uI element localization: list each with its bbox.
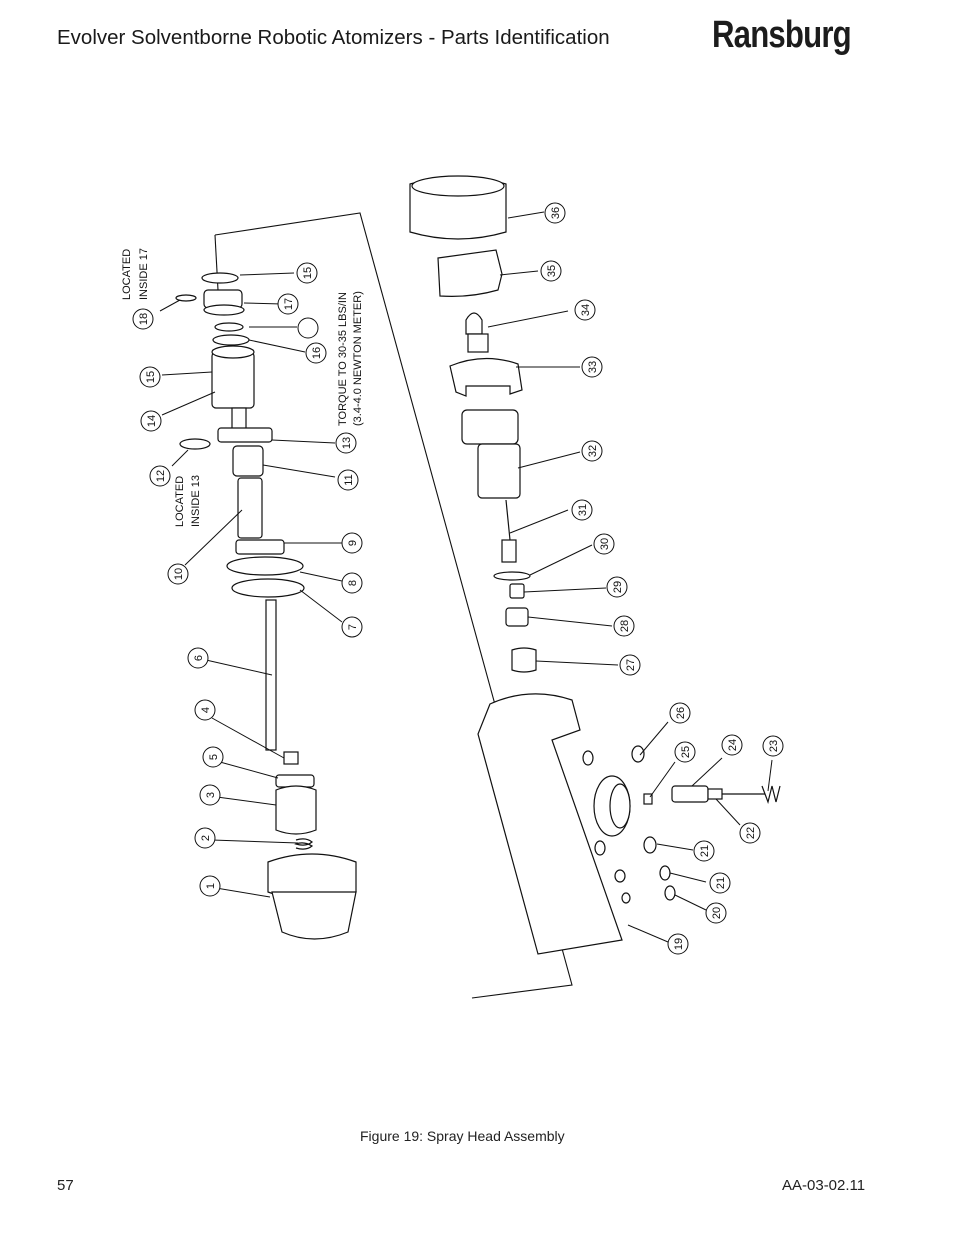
document-code: AA-03-02.11	[782, 1177, 866, 1194]
callout-label: 1	[205, 883, 217, 889]
callout-label: 3	[205, 792, 217, 798]
callout-label: 4	[200, 707, 212, 713]
callout-label: 15	[302, 267, 314, 279]
callout-label: 34	[580, 304, 592, 316]
left-stack-parts	[175, 272, 357, 940]
callout-label: 20	[711, 907, 723, 919]
note-torque-line1: TORQUE TO 30-35 LBS/IN	[337, 292, 349, 426]
page-title: Evolver Solventborne Robotic Atomizers -…	[57, 26, 610, 49]
callout-label: 6	[193, 655, 205, 661]
callout-label: 22	[745, 827, 757, 839]
callout-label: 26	[675, 707, 687, 719]
note-located-13-line2: INSIDE 13	[190, 475, 202, 527]
drawing-notes: LOCATED INSIDE 17 LOCATED INSIDE 13 TORQ…	[121, 248, 364, 527]
callout-label: 9	[347, 540, 359, 546]
assembly-bracket	[214, 212, 573, 999]
callout-label: 19	[673, 938, 685, 950]
callout-label: 21	[699, 845, 711, 857]
callout-label: 29	[612, 581, 624, 593]
callout-label: 21	[715, 877, 727, 889]
callout-label: 16	[311, 347, 323, 359]
callout-label: 11	[343, 474, 355, 485]
callout-label: 25	[680, 746, 692, 758]
callout-label: 7	[347, 624, 359, 630]
callout-label: 35	[546, 265, 558, 277]
leader-lines	[159, 211, 773, 943]
note-torque-line2: (3.4-4.0 NEWTON METER)	[352, 291, 364, 426]
callout-label: 18	[138, 313, 150, 325]
callout-label: 31	[577, 504, 589, 516]
note-located-13-line1: LOCATED	[174, 476, 186, 527]
callout-label: 32	[587, 445, 599, 457]
callout-label: 36	[550, 207, 562, 219]
callout-label: 33	[587, 361, 599, 373]
callout-numbers: 1 2 3 4 5 6 7 8 9 10 11 12 13 14 15 15 1…	[138, 207, 780, 950]
callout-circles	[132, 202, 784, 955]
note-located-17-line1: LOCATED	[121, 249, 133, 300]
right-stack-parts	[409, 175, 781, 955]
callout-label: 13	[341, 437, 353, 449]
callout-label: 24	[727, 739, 739, 751]
callout-label: 2	[200, 835, 212, 841]
callout-label: 10	[173, 568, 185, 580]
callout-label: 12	[155, 470, 167, 482]
callout-label: 23	[768, 740, 780, 752]
brand-logo: Ransburg	[712, 14, 852, 56]
figure-caption: Figure 19: Spray Head Assembly	[360, 1128, 565, 1144]
callout-label: 17	[283, 298, 295, 310]
callout-label: 28	[619, 620, 631, 632]
callout-label: 30	[599, 538, 611, 550]
page-number: 57	[57, 1177, 74, 1194]
callout-label: 14	[146, 415, 158, 427]
callout-label: 27	[625, 659, 637, 671]
callout-label: 5	[208, 754, 220, 760]
callout-label: 8	[347, 580, 359, 586]
note-located-17-line2: INSIDE 17	[138, 248, 150, 300]
callout-label: 15	[145, 371, 157, 383]
